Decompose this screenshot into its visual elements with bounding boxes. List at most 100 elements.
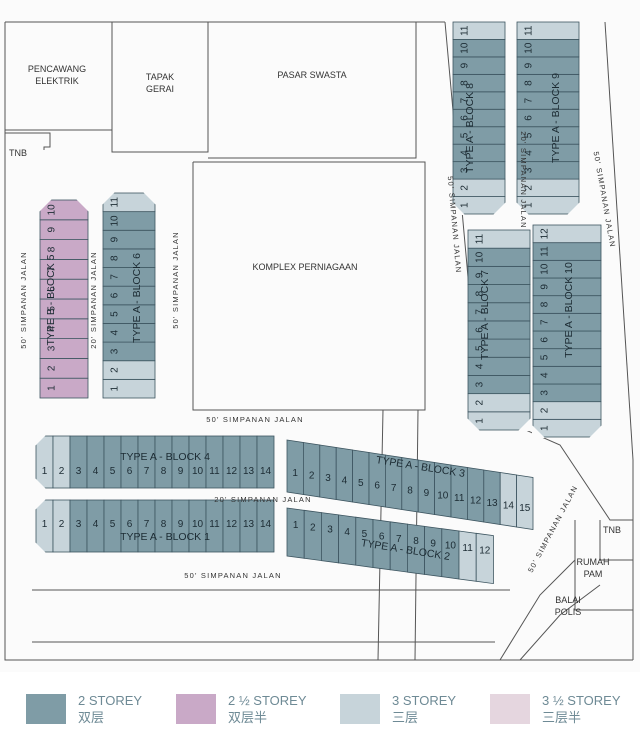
road-label-50-mid: 50' SIMPANAN JALAN: [171, 231, 180, 329]
lot-number: 8: [110, 255, 121, 261]
chamfer-mask: [35, 542, 46, 553]
road-label-20-left: 20' SIMPANAN JALAN: [89, 251, 98, 349]
label-tapak-gerai-1: TAPAK: [146, 72, 174, 82]
label-komplex: KOMPLEX PERNIAGAAN: [252, 262, 357, 272]
lot-number: 5: [47, 306, 58, 312]
road-label-20-horizontal: 20' SIMPANAN JALAN: [214, 495, 312, 504]
legend-swatch-3-half-storey: [490, 694, 530, 724]
label-tapak-gerai-2: GERAI: [146, 84, 174, 94]
lot-number: 6: [379, 532, 385, 543]
lot-number: 3: [76, 519, 82, 530]
lot-number: 2: [309, 471, 315, 482]
legend-swatch-3-storey: [340, 694, 380, 724]
lot-number: 7: [524, 97, 535, 103]
lot-number: 2: [460, 185, 471, 191]
lot-number: 7: [110, 274, 121, 280]
chamfer-mask: [102, 192, 115, 205]
lot-cell: [458, 530, 477, 582]
tapak-gerai-lot: [111, 21, 209, 153]
lot-number: 10: [437, 491, 449, 502]
lot-number: 2: [475, 400, 486, 406]
lot-number: 1: [42, 466, 48, 477]
lot-number: 9: [524, 62, 535, 68]
lot-number: 4: [524, 150, 535, 156]
right-lot-outline-2: [599, 520, 633, 561]
lot-number: 12: [540, 228, 551, 240]
lot-number: 6: [110, 292, 121, 298]
chamfer-mask: [35, 435, 46, 446]
lot-number: 2: [59, 466, 65, 477]
lot-number: 11: [524, 25, 535, 36]
lot-cell: [52, 435, 71, 489]
lot-number: 11: [209, 466, 220, 477]
chamfer-mask: [516, 202, 529, 215]
lot-cell: [69, 435, 88, 489]
lot-number: 12: [226, 466, 238, 477]
lot-number: 2: [540, 407, 551, 413]
lot-cell: [475, 532, 494, 585]
lot-number: 6: [475, 327, 486, 333]
lot-number: 10: [47, 204, 58, 216]
lot-number: 11: [110, 197, 121, 208]
lot-number: 7: [144, 466, 150, 477]
lot-number: 9: [178, 466, 184, 477]
label-rumah-pam-1: RUMAH: [577, 557, 610, 567]
lot-number: 4: [344, 527, 350, 538]
block-title: TYPE A - BLOCK 9: [550, 73, 562, 163]
lot-number: 8: [161, 519, 167, 530]
road-label-50-horizontal-bottom: 50' SIMPANAN JALAN: [184, 571, 282, 580]
lot-number: 10: [540, 263, 551, 275]
lot-number: 10: [445, 541, 457, 552]
lot-number: 1: [110, 385, 121, 391]
lot-number: 3: [475, 381, 486, 387]
chamfer-mask: [76, 199, 89, 212]
lot-number: 3: [47, 345, 58, 351]
lot-number: 13: [243, 519, 255, 530]
lot-cell: [286, 507, 305, 559]
lot-number: 1: [293, 520, 299, 531]
chamfer-mask: [518, 418, 531, 431]
lot-number: 4: [93, 519, 99, 530]
lot-number: 12: [470, 496, 482, 507]
lot-number: 4: [540, 372, 551, 378]
block-title: TYPE A - BLOCK 10: [563, 262, 575, 358]
lot-number: 13: [243, 466, 255, 477]
lot-number: 11: [454, 493, 465, 504]
lot-number: 2: [524, 185, 535, 191]
legend-swatch-2-half-storey: [176, 694, 216, 724]
lot-number: 9: [110, 236, 121, 242]
lot-cell: [532, 224, 602, 244]
lot-cell: [303, 509, 322, 562]
chamfer-mask: [567, 202, 580, 215]
lot-number: 7: [391, 483, 397, 494]
lot-number: 8: [524, 80, 535, 86]
block-title: TYPE A - BLOCK 6: [131, 253, 143, 343]
block-title: TYPE B - BLOCK 5: [45, 254, 57, 345]
chamfer-mask: [467, 418, 480, 431]
lot-number: 1: [475, 418, 486, 424]
label-pencawang-2: ELEKTRIK: [35, 76, 79, 86]
legend-swatch-2-storey: [26, 694, 66, 724]
chamfer-mask: [532, 425, 545, 438]
lot-number: 1: [292, 468, 298, 479]
lot-number: 11: [462, 543, 473, 554]
lot-number: 13: [486, 498, 498, 509]
lot-number: 6: [127, 519, 133, 530]
lot-number: 3: [460, 167, 471, 173]
lot-number: 9: [47, 226, 58, 232]
lot-number: 7: [47, 266, 58, 272]
chamfer-mask: [493, 202, 506, 215]
lot-number: 9: [540, 284, 551, 290]
lot-number: 1: [524, 202, 535, 208]
lot-number: 8: [47, 246, 58, 252]
diag-road-outer: [519, 584, 601, 661]
lot-number: 15: [519, 503, 531, 514]
road-label-50-horizontal-top: 50' SIMPANAN JALAN: [206, 415, 304, 424]
